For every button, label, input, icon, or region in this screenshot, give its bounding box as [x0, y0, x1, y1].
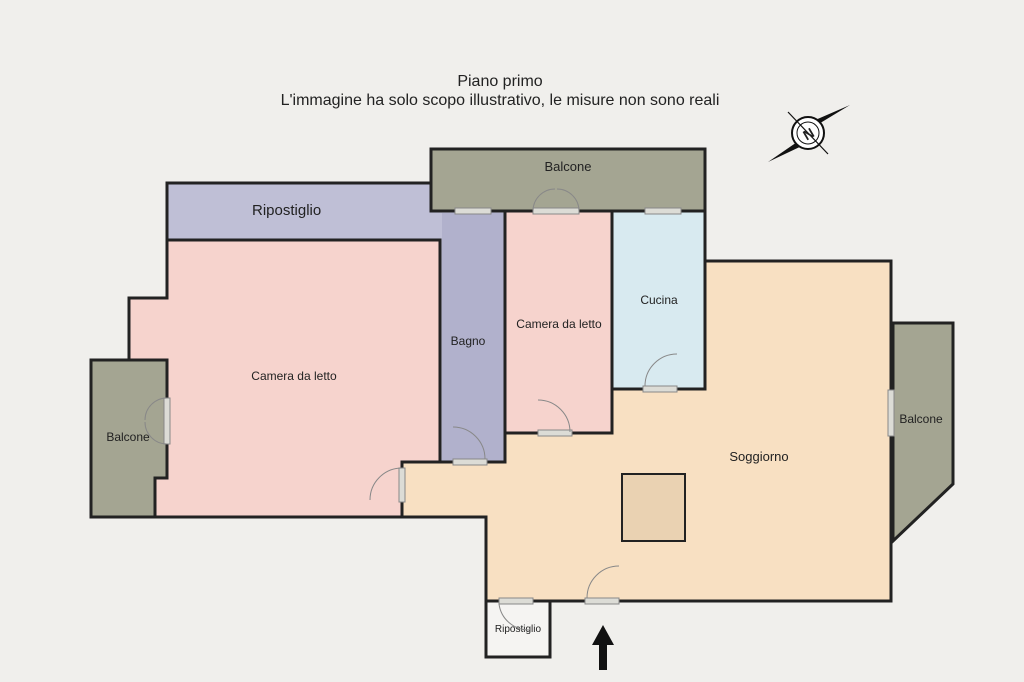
label-balcone-top: Balcone [545, 159, 592, 174]
label-balcone-left: Balcone [106, 430, 150, 444]
compass-north-icon: N [768, 105, 850, 162]
plan-disclaimer: L'immagine ha solo scopo illustrativo, l… [280, 92, 720, 109]
soggiorno-pillar [621, 473, 686, 542]
label-camera-small: Camera da letto [516, 317, 602, 331]
label-ripostiglio-top: Ripostiglio [252, 202, 321, 219]
room-ripostiglio-bottom [484, 599, 552, 659]
room-soggiorno [400, 259, 893, 603]
label-bagno: Bagno [451, 334, 486, 348]
room-balcone-right [891, 321, 955, 545]
plan-header: Piano primo L'immagine ha solo scopo ill… [200, 72, 800, 110]
label-soggiorno: Soggiorno [729, 449, 788, 464]
label-balcone-right: Balcone [899, 412, 943, 426]
entrance-arrow-icon [592, 625, 614, 670]
label-ripostiglio-bottom: Ripostiglio [495, 624, 542, 635]
label-cucina: Cucina [640, 293, 678, 307]
label-camera-main: Camera da letto [251, 369, 337, 383]
plan-title: Piano primo [457, 73, 543, 90]
room-bagno [442, 213, 504, 461]
